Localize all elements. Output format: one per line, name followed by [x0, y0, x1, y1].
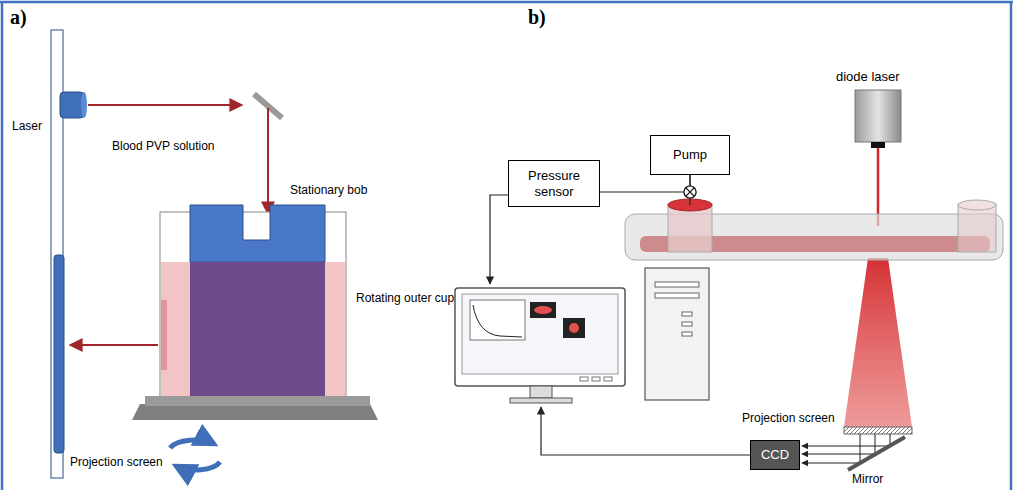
panel-letter: a): [10, 6, 27, 29]
panel-letter: b): [528, 6, 546, 29]
part-label: Mirror: [852, 473, 883, 487]
panel-a-illustration: [51, 30, 378, 478]
couette-cell: [160, 205, 346, 398]
part-label: Rotating outer cup: [356, 292, 454, 306]
sensor-box: Pressure sensor: [508, 160, 600, 207]
part-label: Blood PVP solution: [112, 140, 215, 154]
signal-line: [541, 407, 750, 455]
rotation-arrows: [170, 440, 220, 470]
projection-screen: [844, 427, 912, 434]
projection-screen: [54, 255, 64, 453]
computer-tower: [645, 268, 709, 400]
node-text: CCD: [761, 447, 789, 463]
part-label: Stationary bob: [290, 184, 367, 198]
laser-beam: [267, 108, 269, 214]
signal-line: [600, 175, 690, 192]
flow-channel: [625, 199, 1003, 260]
mirror: [848, 437, 905, 470]
diode-laser: [855, 90, 901, 148]
laser-cylinder: [60, 92, 87, 118]
laser-beam: [88, 104, 242, 106]
part-label: Projection screen: [740, 412, 837, 426]
valve: [684, 186, 696, 198]
camera-box: CCD: [750, 440, 800, 470]
pump-box: Pump: [650, 135, 730, 175]
node-text: Pump: [673, 147, 707, 163]
turntable: [132, 396, 378, 420]
diffraction-cone: [844, 258, 912, 427]
signal-line: [490, 195, 508, 284]
node-text: Pressure sensor: [514, 168, 594, 199]
part-label: diode laser: [836, 70, 900, 85]
part-label: Laser: [12, 120, 42, 134]
scattered-beam: [70, 344, 158, 346]
panel-b-illustration: [455, 90, 1003, 470]
monitor: [455, 288, 625, 403]
image-rays: [802, 434, 890, 463]
part-label: Projection screen: [68, 456, 165, 470]
